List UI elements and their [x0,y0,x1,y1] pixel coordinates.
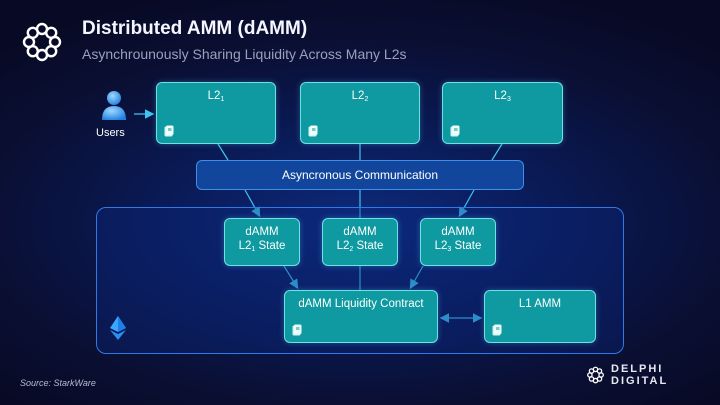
l2-3-to-comm-line [491,143,503,161]
l2-node-label: L2 [351,90,365,102]
state-node-subscript: 1 [251,246,256,253]
page-title: Distributed AMM (dAMM) [82,18,308,39]
l1-amm-node[interactable]: L1 AMM [484,290,596,343]
state-node-subscript: 3 [447,246,452,253]
state-node-title: dAMM [245,226,279,238]
document-icon [450,125,460,137]
l2-node-2[interactable]: L22 [300,82,420,144]
state-node-l2: L2 [434,240,448,252]
comm-to-state-1-arrow [244,189,261,218]
l2-node-subscript: 3 [506,96,511,103]
state-3-to-contract-arrow [409,265,424,290]
document-icon [492,324,502,336]
state-node-suffix: State [255,240,286,252]
state-node-suffix: State [451,240,482,252]
state-node-l2: L2 [238,240,252,252]
liquidity-contract-label: dAMM Liquidity Contract [298,298,424,310]
document-icon [308,125,318,137]
damm-state-node-2[interactable]: dAMM L22 State [322,218,398,266]
comm-to-state-3-arrow [458,189,475,218]
async-communication-bar[interactable]: Asyncronous Communication [196,160,524,190]
users-label: Users [96,127,125,139]
brand-name: DELPHI DIGITAL [611,363,669,387]
state-node-title: dAMM [343,226,377,238]
document-icon [164,125,174,137]
delphi-logo-icon [22,22,62,62]
document-icon [292,324,302,336]
source-caption: Source: StarkWare [20,378,96,388]
state-1-to-contract-arrow [283,265,299,290]
user-icon [102,91,126,120]
delphi-logo-small-icon [587,366,604,384]
l2-node-1[interactable]: L21 [156,82,276,144]
damm-state-node-1[interactable]: dAMM L21 State [224,218,300,266]
l2-node-subscript: 1 [220,96,225,103]
state-node-title: dAMM [441,226,475,238]
l2-node-label: L2 [494,90,507,102]
l2-node-label: L2 [207,90,221,102]
state-node-subscript: 2 [349,246,354,253]
l2-node-subscript: 2 [364,96,369,103]
l1-amm-label: L1 AMM [518,298,562,310]
ethereum-icon [110,316,126,340]
page-subtitle: Asynchrounously Sharing Liquidity Across… [82,46,407,62]
l2-node-3[interactable]: L23 [442,82,563,144]
brand: DELPHI DIGITAL [586,363,720,387]
state-node-l2: L2 [336,240,350,252]
state-node-suffix: State [353,240,384,252]
damm-liquidity-contract-node[interactable]: dAMM Liquidity Contract [284,290,438,343]
l2-1-to-comm-line [217,143,229,161]
damm-state-node-3[interactable]: dAMM L23 State [420,218,496,266]
